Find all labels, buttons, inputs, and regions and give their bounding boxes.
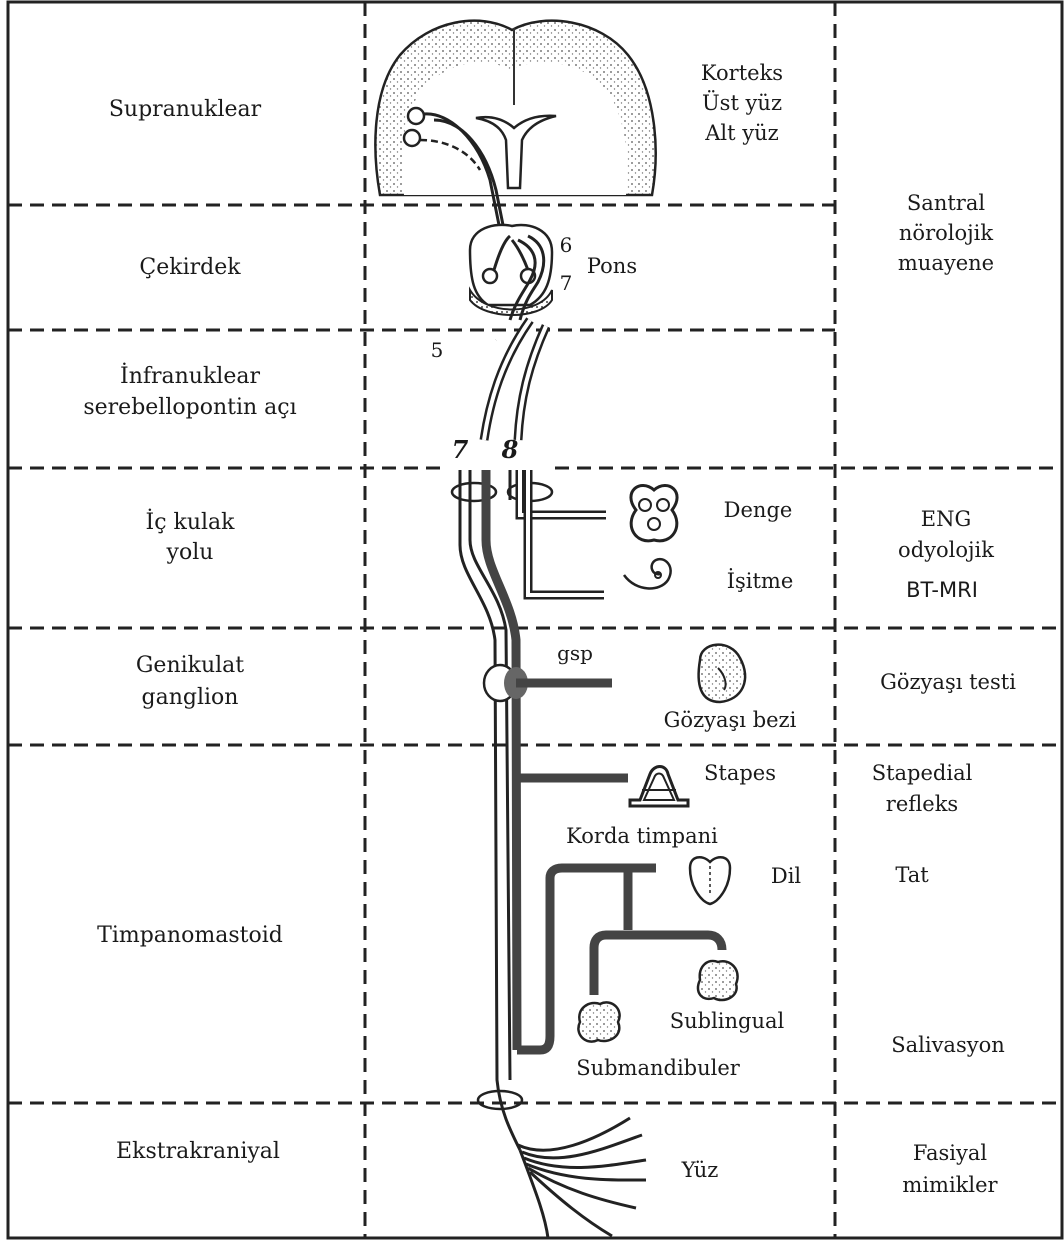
label-tat: Tat — [895, 863, 929, 887]
branch-mandibular — [528, 1168, 636, 1208]
label-norolojik: nörolojik — [899, 221, 993, 245]
label-bt-mri: BT-MRI — [906, 578, 978, 602]
label-num-7-pons: 7 — [560, 271, 573, 295]
vestibular-nerve-outer — [520, 470, 606, 515]
pons-section — [470, 225, 552, 320]
label-serebellopontin: serebellopontin açı — [83, 395, 296, 420]
vestibular-organ-icon — [631, 486, 677, 541]
facial-nucleus-left — [483, 269, 497, 283]
label-infranuklear: İnfranuklear — [120, 362, 260, 389]
label-stapes: Stapes — [704, 761, 776, 785]
label-num-5: 5 — [431, 338, 444, 362]
cochlear-nerve-inner — [528, 470, 604, 595]
label-submandibuler: Submandibuler — [576, 1056, 741, 1080]
pes-anserinus — [518, 1118, 646, 1238]
label-sublingual: Sublingual — [670, 1009, 785, 1033]
label-yuz: Yüz — [681, 1158, 719, 1182]
cpa-nerves: 5 7 8 — [431, 320, 546, 464]
label-pons: Pons — [587, 254, 637, 278]
branch-zygomatic-1 — [522, 1135, 642, 1158]
label-ganglion: ganglion — [142, 685, 239, 710]
brain-coronal-section — [375, 21, 655, 240]
stapes-icon — [630, 767, 688, 807]
cortex-labels: Korteks Üst yüz Alt yüz — [701, 61, 783, 145]
label-num-6: 6 — [560, 233, 573, 257]
label-denge: Denge — [724, 498, 793, 522]
label-ic-kulak: İç kulak — [146, 508, 236, 535]
facial-nerve-trunk — [452, 470, 722, 1238]
label-ekstrakraniyal: Ekstrakraniyal — [116, 1139, 280, 1164]
lacrimal-gland-icon — [699, 645, 746, 702]
label-salivasyon: Salivasyon — [891, 1033, 1005, 1057]
pons-labels: 6 Pons 7 — [560, 233, 637, 295]
label-genikulat: Genikulat — [136, 653, 244, 678]
left-column-labels: Supranuklear Çekirdek İnfranuklear sereb… — [83, 97, 296, 1164]
vestibular-nerve-inner — [520, 470, 606, 515]
sublingual-gland-icon — [698, 961, 738, 1000]
label-odyolojik: odyolojik — [898, 538, 994, 562]
label-nerve-8: 8 — [501, 435, 519, 464]
label-isitme: İşitme — [727, 569, 794, 593]
label-timpanomastoid: Timpanomastoid — [97, 923, 283, 948]
label-korteks: Korteks — [701, 61, 783, 85]
tongue-icon — [690, 857, 730, 904]
label-alt-yuz: Alt yüz — [704, 121, 778, 145]
label-dil: Dil — [771, 864, 802, 888]
label-gsp: gsp — [557, 641, 593, 665]
label-santral: Santral — [907, 191, 985, 215]
middle-column-labels: Denge İşitme gsp Gözyaşı bezi Stapes Kor… — [557, 498, 801, 1182]
label-yolu: yolu — [166, 540, 214, 565]
cochlear-nerve-outer — [528, 470, 604, 595]
upper-face-neuron — [408, 108, 424, 124]
motor-fiber — [486, 470, 517, 1050]
nerve-8-outer — [518, 326, 546, 440]
label-cekirdek: Çekirdek — [139, 255, 241, 280]
submandibular-gland-icon — [578, 1002, 619, 1041]
pons-outline — [470, 225, 552, 305]
label-muayene: muayene — [898, 251, 994, 275]
label-fasiyal: Fasiyal — [913, 1141, 988, 1165]
label-gozyasi-testi: Gözyaşı testi — [880, 670, 1016, 694]
label-mimikler: mimikler — [902, 1173, 998, 1197]
cochlea-icon — [624, 559, 671, 588]
label-korda-timpani: Korda timpani — [566, 824, 718, 848]
label-nerve-7: 7 — [452, 435, 469, 464]
right-column-labels: Santral nörolojik muayene ENG odyolojik … — [872, 191, 1017, 1197]
label-stapedial: Stapedial — [872, 761, 973, 785]
branch-zygomatic-2 — [524, 1158, 646, 1168]
label-supranuklear: Supranuklear — [109, 97, 262, 122]
label-refleks: refleks — [886, 792, 958, 816]
label-ust-yuz: Üst yüz — [702, 90, 782, 115]
label-eng: ENG — [921, 507, 971, 531]
lower-face-neuron — [404, 130, 420, 146]
branch-cervical — [530, 1172, 612, 1236]
label-gozyasi-bezi: Gözyaşı bezi — [664, 708, 797, 732]
